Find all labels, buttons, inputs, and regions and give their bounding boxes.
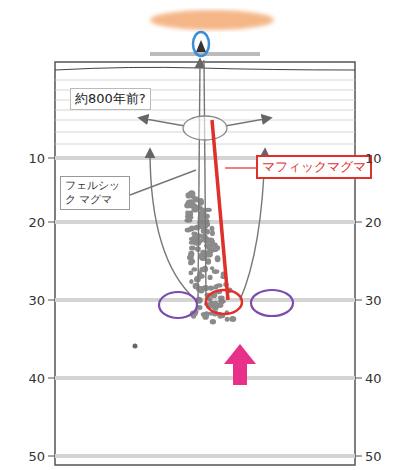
- depth-number: 40: [365, 372, 382, 385]
- depth-number: 50: [365, 450, 382, 463]
- depth-number: 30: [28, 294, 45, 307]
- depth-number: 20: [365, 216, 382, 229]
- label-box: フェルシック マグマ: [60, 176, 130, 210]
- node-text: 約800年前?: [75, 91, 146, 107]
- depth-number: 40: [28, 372, 45, 385]
- node-text: マフィックマグマ: [262, 159, 366, 175]
- depth-number: 50: [28, 450, 45, 463]
- depth-number: 20: [28, 216, 45, 229]
- node-text: フェルシック マグマ: [65, 179, 125, 207]
- note-box: 約800年前?: [70, 88, 151, 110]
- depth-number: 30: [365, 294, 382, 307]
- depth-number: 10: [365, 152, 382, 165]
- magma-label-box: マフィックマグマ: [256, 155, 372, 179]
- depth-number: 10: [28, 152, 45, 165]
